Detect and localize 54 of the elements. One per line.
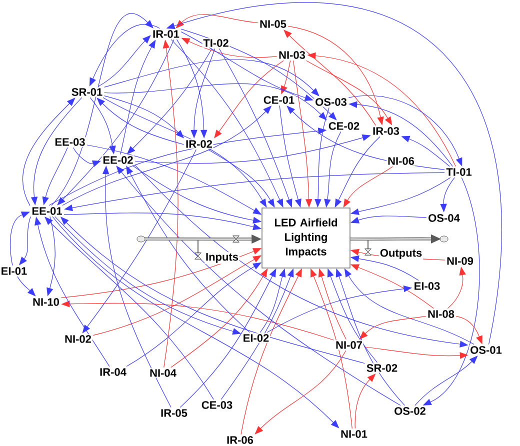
variable-label: NI-10	[33, 298, 59, 306]
variable-label: EI-03	[414, 282, 440, 290]
causal-arrow	[104, 59, 320, 96]
causal-arrow	[214, 60, 284, 138]
causal-arrow	[180, 28, 337, 120]
variable-label: EI-02	[244, 334, 269, 342]
causal-arrow	[82, 149, 196, 334]
variable-label: OS-02	[394, 407, 426, 415]
flow-label: Inputs	[206, 253, 238, 263]
cloud-symbol	[440, 236, 448, 242]
cloud-symbol	[136, 236, 146, 242]
variable-label: NI-05	[260, 20, 286, 28]
variable-label: NI-04	[150, 369, 176, 377]
variable-label: OS-04	[428, 214, 460, 222]
causal-arrow	[176, 14, 258, 28]
variable-label: OS-01	[470, 346, 502, 354]
variable-label: NI-01	[341, 430, 368, 438]
variable-label: IR-06	[227, 436, 254, 444]
causal-arrow	[57, 39, 174, 206]
stock-box: LED Airfield Lighting Impacts	[262, 208, 350, 268]
variable-label: IR-04	[100, 368, 126, 376]
causal-arrow	[116, 166, 401, 406]
variable-label: TI-01	[446, 168, 472, 176]
causal-arrow	[254, 350, 346, 434]
variable-label: EE-01	[32, 207, 62, 215]
variable-label: CE-02	[328, 122, 360, 130]
causal-arrow	[72, 147, 101, 167]
causal-arrow	[104, 83, 327, 120]
variable-label: NI-09	[447, 257, 474, 265]
variable-label: OS-03	[316, 98, 346, 106]
variable-label: SR-02	[366, 364, 398, 372]
causal-arrow	[17, 276, 36, 296]
causal-arrow	[414, 356, 478, 406]
variable-label: CE-01	[264, 96, 294, 104]
variable-label: NI-02	[65, 335, 91, 343]
variable-label: IR-03	[373, 127, 400, 135]
variable-label: NI-08	[428, 310, 454, 318]
variable-label: CE-03	[202, 401, 232, 409]
variable-label: IR-01	[153, 30, 180, 38]
variable-label: EI-01	[2, 267, 27, 275]
variable-label: EE-03	[55, 138, 85, 146]
variable-label: NI-06	[388, 157, 414, 165]
causal-arrow	[96, 98, 184, 145]
variable-label: SR-01	[72, 88, 102, 96]
variable-label: IR-05	[161, 409, 188, 417]
flow-label: Outputs	[380, 249, 422, 259]
variable-label: TI-02	[203, 39, 228, 47]
causal-arrow	[98, 35, 151, 87]
variable-label: NI-03	[279, 51, 306, 59]
causal-arrow	[10, 212, 30, 266]
variable-label: IR-02	[186, 140, 212, 148]
variable-label: EE-02	[103, 156, 133, 164]
causal-arrow	[22, 98, 76, 206]
variable-label: NI-07	[336, 341, 362, 349]
